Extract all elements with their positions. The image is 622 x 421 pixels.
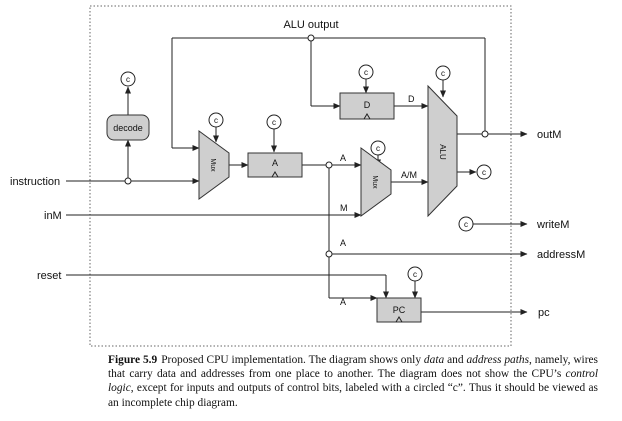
d-register: D	[339, 92, 395, 120]
chip-boundary	[89, 5, 512, 347]
decode-block: decode	[106, 114, 150, 141]
control-bit-writeM: c	[458, 216, 474, 232]
control-bit-alu: c	[435, 65, 451, 81]
am-mux-label: Mux	[371, 175, 378, 189]
a-register: A	[247, 152, 303, 178]
wire-label-m: M	[340, 203, 348, 213]
output-outM-label: outM	[537, 129, 561, 141]
a-mux-label: Mux	[209, 158, 216, 172]
control-bit-a-mux: c	[208, 112, 224, 128]
svg-text:c: c	[126, 75, 130, 84]
control-bit-decode: c	[120, 71, 136, 87]
input-reset-label: reset	[37, 270, 61, 282]
d-register-label: D	[364, 100, 371, 110]
a-mux: Mux	[198, 130, 230, 200]
output-addressM-label: addressM	[537, 249, 585, 261]
svg-text:c: c	[214, 116, 218, 125]
cpu-diagram: decode Mux A D Mux ALU PC c c	[10, 5, 585, 347]
junction-instruction	[124, 177, 132, 185]
control-bit-pc: c	[407, 266, 423, 282]
junction-outM	[481, 130, 489, 138]
input-instruction-label: instruction	[10, 176, 60, 188]
control-bit-alu-out: c	[476, 164, 492, 180]
control-bit-am-mux: c	[370, 140, 386, 156]
svg-text:c: c	[464, 220, 468, 229]
alu-label: ALU	[438, 144, 447, 160]
wire-label-am: A/M	[401, 170, 417, 180]
svg-text:c: c	[364, 68, 368, 77]
svg-text:c: c	[376, 144, 380, 153]
control-bit-d-register: c	[358, 64, 374, 80]
junction-alu-loop	[307, 34, 315, 42]
pc-register: PC	[376, 297, 422, 323]
control-bit-a-register: c	[266, 114, 282, 130]
figure-label: Figure 5.9	[108, 354, 158, 366]
junction-addressM	[325, 250, 333, 258]
pc-register-label: PC	[393, 305, 406, 315]
junction-a-register	[325, 161, 333, 169]
wires	[66, 37, 528, 315]
svg-text:c: c	[441, 69, 445, 78]
decode-label: decode	[113, 123, 143, 133]
junction-nodes	[124, 34, 489, 258]
wire-label-d: D	[408, 94, 415, 104]
wire-label-a-pc: A	[340, 297, 346, 307]
wire-label-a-to-mux: A	[340, 153, 346, 163]
am-mux: Mux	[360, 147, 392, 217]
output-writeM-label: writeM	[536, 219, 569, 231]
output-pc-label: pc	[538, 307, 550, 319]
alu-output-label: ALU output	[283, 19, 338, 31]
a-register-label: A	[272, 158, 278, 168]
input-inM-label: inM	[44, 210, 62, 222]
svg-text:c: c	[272, 118, 276, 127]
svg-text:c: c	[482, 168, 486, 177]
alu: ALU	[427, 84, 458, 218]
wire-label-a-address: A	[340, 238, 346, 248]
svg-text:c: c	[413, 270, 417, 279]
